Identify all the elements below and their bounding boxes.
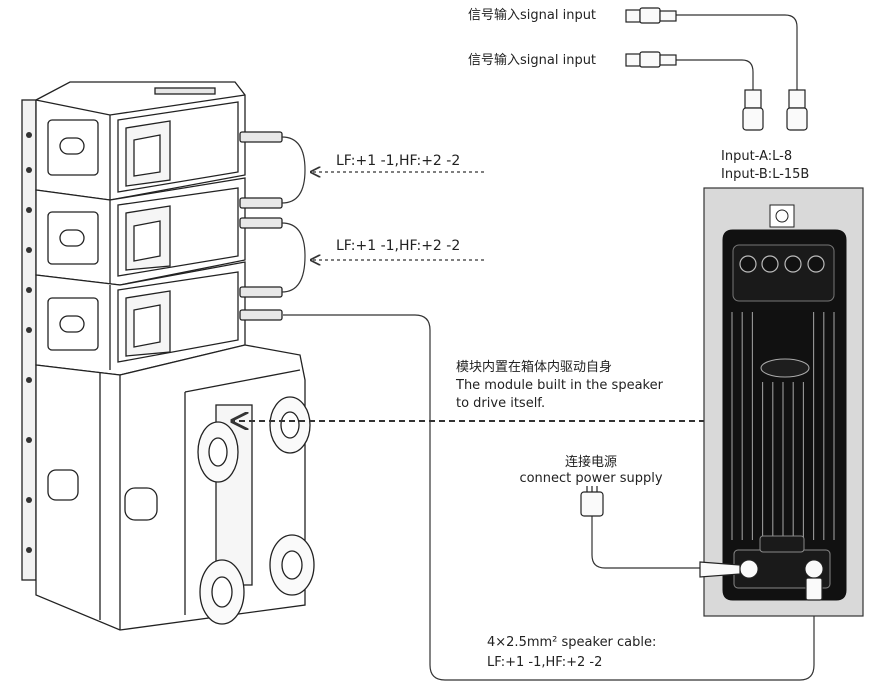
- power-connector-head: [699, 561, 741, 578]
- line-array-stack: [21, 81, 315, 631]
- input-assignment-b: Input-B:L-15B: [721, 167, 810, 182]
- power-label-zh: 连接电源: [564, 455, 617, 470]
- amplifier-body: [722, 229, 847, 601]
- subwoofer-cabinet: [35, 344, 306, 631]
- power-label-en: connect power supply: [519, 471, 663, 486]
- speakon-output: [804, 559, 824, 579]
- speaker-output-cable: [283, 314, 815, 681]
- input-assignment-a: Input-A:L-8: [721, 149, 793, 164]
- amplifier-module: [703, 187, 864, 617]
- caster-wheels: [197, 396, 315, 625]
- power-plug: [580, 486, 604, 517]
- xlr-plug-bottom: [742, 89, 808, 131]
- speaker-plug: [805, 577, 823, 601]
- link-wiring-label-1: LF:+1 -1,HF:+2 -2: [336, 153, 461, 169]
- power-inlet: [739, 559, 759, 579]
- signal-input-cables: [676, 14, 798, 90]
- speaker-cable-label-1: 4×2.5mm² speaker cable:: [487, 635, 657, 650]
- speaker-cable-label-2: LF:+1 -1,HF:+2 -2: [487, 655, 603, 670]
- module-note-en-2: to drive itself.: [456, 396, 546, 411]
- panel-top-jack: [769, 204, 795, 228]
- logo-oval: [760, 358, 810, 378]
- line-array-cabinet-3: [35, 261, 246, 376]
- heat-sink-fins: [731, 312, 835, 540]
- link-label-arrows: [312, 172, 484, 260]
- link-wiring-label-2: LF:+1 -1,HF:+2 -2: [336, 238, 461, 254]
- module-note-zh: 模块内置在箱体内驱动自身: [456, 360, 613, 375]
- link-cables: [281, 136, 306, 293]
- rigging-pins: [26, 132, 32, 553]
- speakon-connectors: [239, 131, 283, 321]
- line-array-cabinet-1: [35, 81, 246, 201]
- xlr-plug-top: [625, 7, 677, 68]
- input-jack-box: [732, 244, 835, 302]
- module-note-en-1: The module built in the speaker: [456, 378, 663, 393]
- power-cable: [591, 515, 738, 569]
- signal-input-label-2: 信号输入signal input: [468, 53, 597, 68]
- line-array-cabinet-2: [35, 177, 246, 286]
- signal-input-label-1: 信号输入signal input: [468, 8, 597, 23]
- xlr-input-jacks: [739, 255, 825, 273]
